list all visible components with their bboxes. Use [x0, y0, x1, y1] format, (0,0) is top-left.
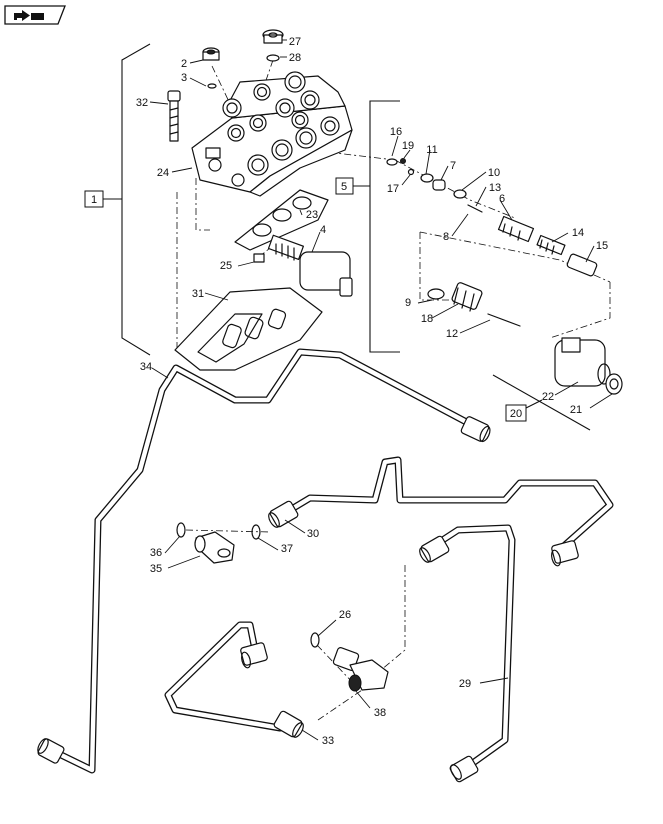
- valve-block: [191, 71, 353, 197]
- callout-20: 20: [510, 408, 522, 420]
- ball-17: [407, 168, 415, 176]
- callout-2: 2: [181, 58, 187, 70]
- callout-32: 32: [136, 97, 148, 109]
- callout-5: 5: [341, 181, 347, 193]
- sleeve-7: [432, 179, 446, 191]
- solenoid-valve-4: [267, 234, 353, 297]
- callout-1: 1: [91, 194, 97, 206]
- callout-3: 3: [181, 72, 187, 84]
- oring-26: [310, 632, 320, 648]
- callout-30: 30: [307, 528, 319, 540]
- forward-arrow-book-icon[interactable]: [4, 5, 66, 25]
- callout-10: 10: [488, 167, 500, 179]
- callout-35: 35: [150, 563, 162, 575]
- callout-38: 38: [374, 707, 386, 719]
- callout-24: 24: [157, 167, 169, 179]
- callout-labels: 1 2 3 4 5 6 7 8 9 10 11 12 13 14 15 16 1…: [84, 36, 608, 747]
- spool-6: [497, 215, 535, 243]
- callout-8: 8: [443, 231, 449, 243]
- pipe-34: [37, 348, 491, 774]
- bracket-assembly-5: [369, 100, 400, 353]
- sleeve-15: [566, 253, 598, 277]
- callout-36: 36: [150, 547, 162, 559]
- callout-21: 21: [570, 404, 582, 416]
- callout-37: 37: [281, 543, 293, 555]
- callout-11: 11: [426, 144, 437, 156]
- oring-36: [176, 522, 186, 538]
- callout-12: 12: [446, 328, 458, 340]
- callout-26: 26: [339, 609, 351, 621]
- oring-10: [453, 189, 467, 199]
- callout-34: 34: [140, 361, 152, 373]
- elbow-fitting-35: [194, 531, 235, 564]
- oring-37: [251, 524, 261, 540]
- callout-27: 27: [289, 36, 301, 48]
- callout-6: 6: [499, 193, 505, 205]
- plug-2: [202, 47, 220, 61]
- bracket-assembly-20: [492, 374, 591, 431]
- callout-15: 15: [596, 240, 608, 252]
- nut-21: [605, 373, 623, 395]
- callout-29: 29: [459, 678, 471, 690]
- ball-19: [400, 158, 406, 164]
- callout-13: 13: [489, 182, 501, 194]
- oring-3: [207, 83, 217, 89]
- pipe-30: [268, 456, 614, 567]
- callout-25: 25: [220, 260, 232, 272]
- pipe-33: [164, 621, 304, 738]
- plunger-14: [536, 234, 566, 256]
- oring-11: [420, 173, 434, 183]
- oring-9: [427, 288, 445, 300]
- rod-12: [487, 313, 521, 327]
- elbow-fitting-38: [332, 647, 389, 692]
- callout-4: 4: [320, 224, 326, 236]
- callout-23: 23: [306, 209, 318, 221]
- bolt-32: [167, 90, 181, 142]
- coil-22: [554, 337, 611, 387]
- callout-28: 28: [289, 52, 301, 64]
- bracket-assembly-1: [121, 43, 151, 356]
- plug-27: [262, 29, 284, 44]
- callout-18: 18: [421, 313, 433, 325]
- washer-16: [386, 158, 398, 166]
- callout-19: 19: [402, 140, 414, 152]
- gasket-plate-31: [174, 287, 323, 371]
- callout-17: 17: [387, 183, 399, 195]
- leader-lines: [149, 39, 613, 741]
- callout-14: 14: [572, 227, 584, 239]
- gasket-23: [234, 189, 329, 251]
- callout-33: 33: [322, 735, 334, 747]
- callout-16: 16: [390, 126, 402, 138]
- pipe-29: [419, 524, 516, 783]
- callout-31: 31: [192, 288, 204, 300]
- callout-7: 7: [450, 160, 456, 172]
- pin-13: [467, 204, 483, 213]
- callout-9: 9: [405, 297, 411, 309]
- callout-22: 22: [542, 391, 554, 403]
- washer-28: [266, 54, 280, 62]
- screw-25: [253, 253, 265, 263]
- fitting-18: [451, 282, 483, 312]
